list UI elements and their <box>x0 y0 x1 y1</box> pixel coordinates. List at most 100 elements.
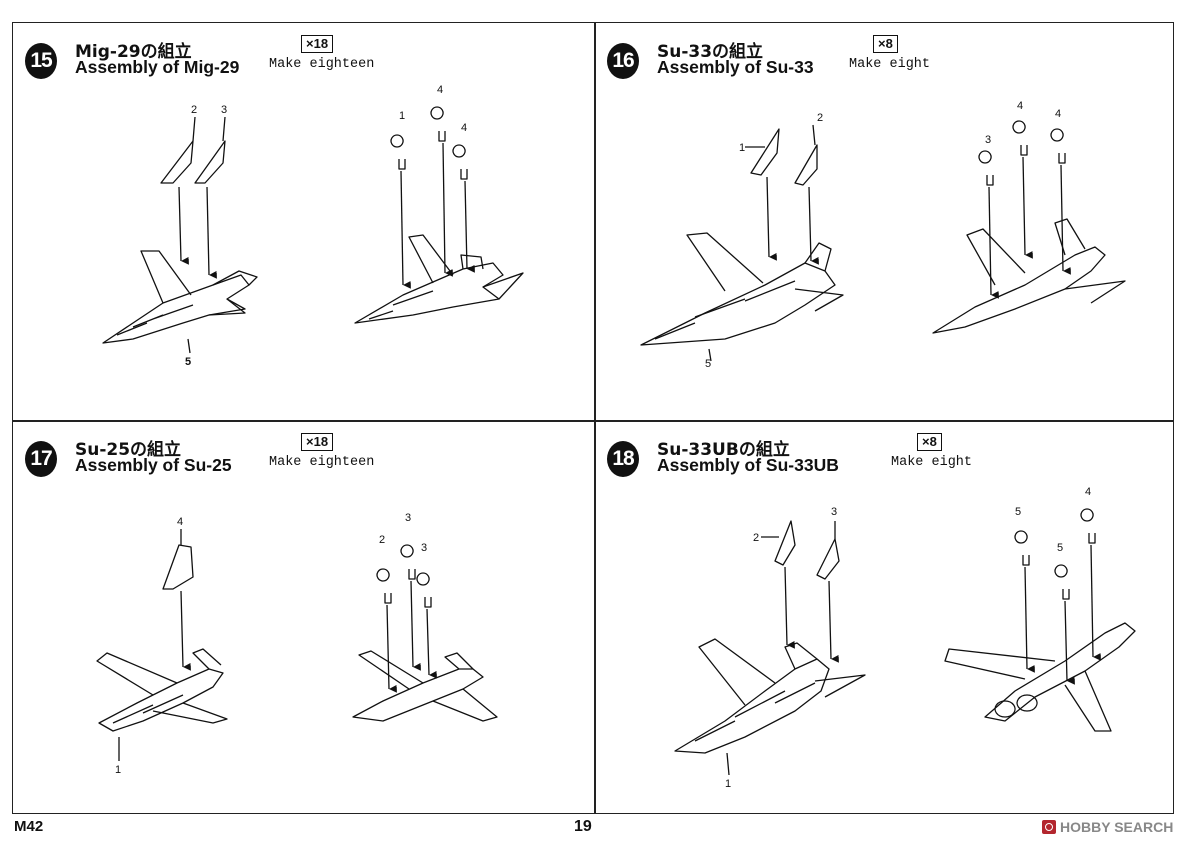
step-title-en: Assembly of Su-25 <box>75 455 232 475</box>
part-label: 1 <box>739 142 745 154</box>
wing-drawing <box>432 688 498 722</box>
small-part-drawing <box>1050 128 1066 164</box>
step-title-jp: Mig-29の組立 <box>75 42 192 62</box>
part-label: 3 <box>831 506 837 518</box>
tail-fin-part-drawing <box>750 128 780 176</box>
small-part-drawing <box>452 144 468 180</box>
tail-fin-part-drawing <box>774 520 796 566</box>
wing-drawing <box>96 652 178 696</box>
instruction-sheet: 15 Mig-29の組立 Assembly of Mig-29 ×18 Make… <box>12 22 1174 814</box>
tail-fin-part-drawing <box>794 144 818 186</box>
wing-drawing <box>794 288 844 312</box>
step-title-en: Assembly of Mig-29 <box>75 57 240 77</box>
wing-drawing <box>358 650 424 690</box>
wing-drawing <box>140 250 192 304</box>
small-part-drawing <box>1054 564 1070 600</box>
aircraft-body-drawing <box>640 262 836 346</box>
part-label: 1 <box>115 764 121 776</box>
part-label: 5 <box>1057 542 1063 554</box>
quantity-text: Make eighteen <box>269 455 375 470</box>
step-16-panel: 16 Su-33の組立 Assembly of Su-33 ×8 Make ei… <box>595 23 1175 419</box>
su-25-assembly-diagram: 4 1 2 3 3 <box>96 512 498 776</box>
step-15-panel: 15 Mig-29の組立 Assembly of Mig-29 ×18 Make… <box>13 23 593 419</box>
part-label: 2 <box>379 534 385 546</box>
step-number-badge: 18 <box>607 441 639 477</box>
small-part-drawing <box>1080 508 1096 544</box>
step-title-jp: Su-25の組立 <box>75 440 182 460</box>
small-part-drawing <box>1012 120 1028 156</box>
su-33-assembly-diagram: 1 2 5 3 4 4 <box>640 100 1126 370</box>
step-title-en: Assembly of Su-33UB <box>657 455 839 475</box>
quantity-text: Make eighteen <box>269 57 375 72</box>
wing-drawing <box>408 234 454 284</box>
step-number-badge: 15 <box>25 43 57 79</box>
part-label: 2 <box>817 112 823 124</box>
mig-29-assembly-diagram: 2 3 5 1 4 4 <box>102 84 524 368</box>
su-33ub-assembly-diagram: 2 3 1 5 5 4 <box>674 486 1136 790</box>
step-number-badge: 17 <box>25 441 57 477</box>
step-number-badge: 16 <box>607 43 639 79</box>
aircraft-body-drawing <box>932 246 1106 334</box>
step-title-jp: Su-33UBの組立 <box>657 440 790 460</box>
quantity-badge: ×18 <box>301 35 334 53</box>
watermark-text: HOBBY SEARCH <box>1060 819 1174 835</box>
part-label: 4 <box>177 516 183 528</box>
part-label: 4 <box>1017 100 1023 112</box>
part-label: 3 <box>985 134 991 146</box>
tail-fin-part-drawing <box>816 538 840 580</box>
wing-drawing <box>966 228 1026 286</box>
hobby-search-logo-icon <box>1042 820 1056 834</box>
step-title-jp: Su-33の組立 <box>657 42 764 62</box>
part-label: 5 <box>705 358 711 370</box>
wing-drawing <box>1064 280 1126 304</box>
small-part-drawing <box>400 544 416 580</box>
quantity-text: Make eight <box>891 455 973 470</box>
wing-drawing <box>482 272 524 300</box>
part-label: 4 <box>1085 486 1091 498</box>
step-17-panel: 17 Su-25の組立 Assembly of Su-25 ×18 Make e… <box>13 421 593 817</box>
aircraft-body-drawing <box>98 668 224 732</box>
small-part-drawing <box>376 568 392 604</box>
wing-drawing <box>208 298 246 316</box>
horizontal-divider <box>13 420 1173 422</box>
aircraft-body-drawing <box>102 274 250 344</box>
model-code: M42 <box>14 818 44 835</box>
quantity-badge: ×8 <box>873 35 898 53</box>
part-label: 3 <box>221 104 227 116</box>
part-label: 4 <box>1055 108 1061 120</box>
aircraft-body-drawing <box>984 622 1136 722</box>
small-part-drawing <box>416 572 432 608</box>
part-label: 1 <box>399 110 405 122</box>
small-part-drawing <box>390 134 406 170</box>
part-label: 5 <box>1015 506 1021 518</box>
quantity-badge: ×8 <box>917 433 942 451</box>
part-label: 4 <box>461 122 467 134</box>
tail-fin-part-drawing <box>162 544 194 590</box>
small-part-drawing <box>430 106 446 142</box>
wing-drawing <box>814 674 866 698</box>
part-label: 5 <box>185 356 191 368</box>
quantity-badge: ×18 <box>301 433 334 451</box>
step-title-en: Assembly of Su-33 <box>657 57 814 77</box>
page-number: 19 <box>574 818 592 835</box>
small-part-drawing <box>1014 530 1030 566</box>
vertical-divider <box>594 23 596 813</box>
wing-drawing <box>944 648 1056 680</box>
wing-drawing <box>152 702 228 724</box>
part-label: 2 <box>753 532 759 544</box>
part-label: 3 <box>421 542 427 554</box>
tail-fin-part-drawing <box>160 140 194 184</box>
aircraft-body-drawing <box>674 658 830 754</box>
small-part-drawing <box>978 150 994 186</box>
wing-drawing <box>698 638 776 706</box>
step-18-panel: 18 Su-33UBの組立 Assembly of Su-33UB ×8 Mak… <box>595 421 1175 817</box>
watermark: HOBBY SEARCH <box>1042 818 1173 836</box>
part-label: 3 <box>405 512 411 524</box>
quantity-text: Make eight <box>849 57 931 72</box>
wing-drawing <box>686 232 764 292</box>
part-label: 2 <box>191 104 197 116</box>
tail-fin-part-drawing <box>194 140 226 184</box>
wing-drawing <box>1064 670 1112 732</box>
aircraft-body-drawing <box>352 668 484 722</box>
part-label: 4 <box>437 84 443 96</box>
